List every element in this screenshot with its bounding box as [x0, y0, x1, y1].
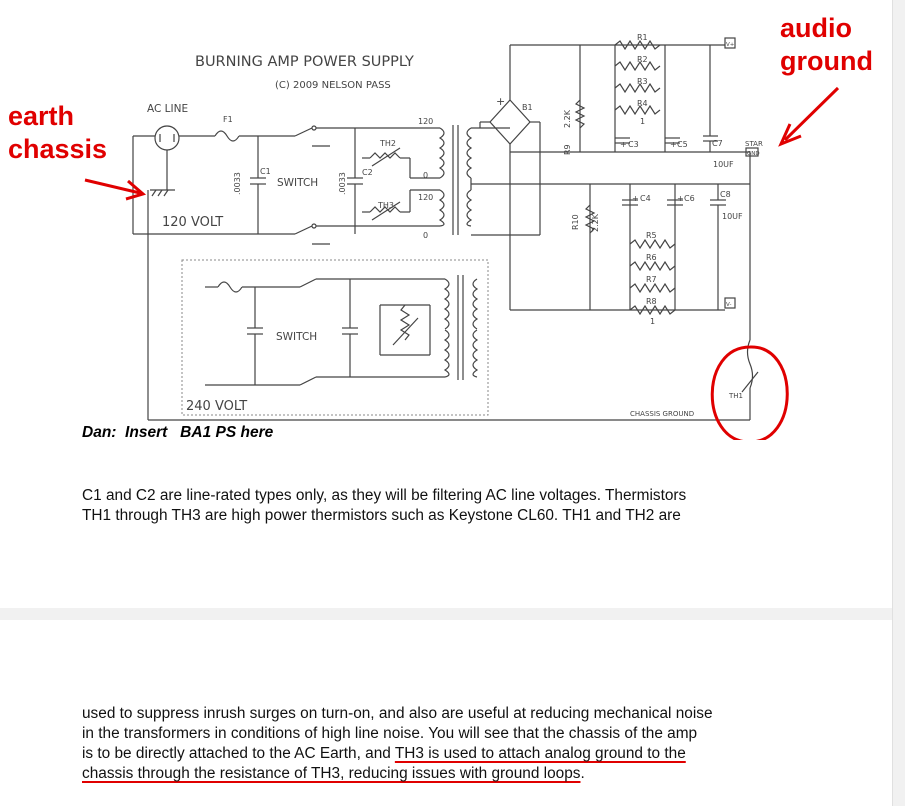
ac-inlet-icon [154, 125, 180, 151]
r5-label: R5 [646, 231, 657, 240]
underlined-text: chassis through the resistance of TH3, r… [82, 765, 581, 782]
vertical-scrollbar[interactable] [892, 0, 905, 806]
c7-label: C7 [712, 139, 723, 148]
schematic-title: BURNING AMP POWER SUPPLY [195, 54, 414, 70]
r7-label: R7 [646, 275, 657, 284]
switch-label: SWITCH [277, 177, 318, 189]
vplus-label: V+ [726, 42, 735, 48]
page-gap [0, 608, 905, 620]
switch-240-label: SWITCH [276, 331, 317, 343]
b1-label: B1 [522, 103, 533, 112]
c3-label: C3 [628, 140, 639, 149]
c8-label: C8 [720, 190, 731, 199]
plus-label: + [496, 95, 505, 108]
c1-label: C1 [260, 167, 271, 176]
earth-chassis-annotation: earth chassis [8, 101, 108, 164]
c5-label: C5 [677, 140, 688, 149]
gnd-label: GND [747, 151, 760, 157]
volt240-label: 240 VOLT [186, 399, 247, 414]
volt120-label: 120 VOLT [162, 215, 223, 230]
r10-label: R10 [571, 214, 580, 230]
paragraph-1: C1 and C2 are line-rated types only, as … [82, 487, 687, 524]
tap-120a-label: 120 [418, 117, 433, 126]
underlined-text: TH3 is used to attach analog ground to t… [394, 745, 686, 762]
th1-label: TH1 [728, 392, 743, 400]
editor-note: Dan: Insert BA1 PS here [82, 424, 274, 441]
power-supply-schematic: BURNING AMP POWER SUPPLY (C) 2009 NELSON… [84, 33, 840, 440]
document-page-2: used to suppress inrush surges on turn-o… [0, 620, 893, 806]
r3-label: R3 [637, 77, 648, 86]
c6-plus: + [677, 194, 684, 203]
tap-0b-label: 0 [423, 231, 428, 240]
c2-value: .0033 [338, 172, 347, 195]
c4-label: C4 [640, 194, 651, 203]
240v-section-box [181, 259, 489, 416]
paragraph-2: used to suppress inrush surges on turn-o… [82, 705, 713, 782]
c7-value: 10UF [713, 160, 734, 169]
star-label: STAR [745, 140, 763, 148]
r8-value: 1 [650, 317, 655, 326]
r6-label: R6 [646, 253, 657, 262]
r9-value: 2.2K [563, 109, 572, 128]
th1-highlight-circle [710, 345, 789, 440]
document-page-1: BURNING AMP POWER SUPPLY (C) 2009 NELSON… [0, 0, 893, 608]
c8-value: 10UF [722, 212, 743, 221]
ac-line-label: AC LINE [147, 103, 188, 115]
c1-value: .0033 [233, 172, 242, 195]
c4-plus: + [632, 194, 639, 203]
copyright-label: (C) 2009 NELSON PASS [275, 80, 391, 91]
r2-label: R2 [637, 55, 648, 64]
r4-label: R4 [637, 99, 648, 108]
c2-label: C2 [362, 168, 373, 177]
audio-ground-annotation: audio ground [780, 13, 873, 76]
f1-label: F1 [223, 115, 233, 124]
r4-value: 1 [640, 117, 645, 126]
c3-plus: + [620, 140, 627, 149]
tap-120b-label: 120 [418, 193, 433, 202]
r1-label: R1 [637, 33, 648, 42]
c6-label: C6 [684, 194, 695, 203]
tap-0a-label: 0 [423, 171, 428, 180]
chassis-ground-label: CHASSIS GROUND [630, 410, 694, 418]
th2-label: TH2 [379, 139, 396, 148]
r10-value: 2.2K [591, 213, 600, 232]
r9-label: R9 [563, 144, 572, 155]
th3-label: TH3 [377, 201, 394, 210]
c5-plus: + [670, 140, 677, 149]
vminus-label: V- [726, 302, 731, 308]
r8-label: R8 [646, 297, 657, 306]
